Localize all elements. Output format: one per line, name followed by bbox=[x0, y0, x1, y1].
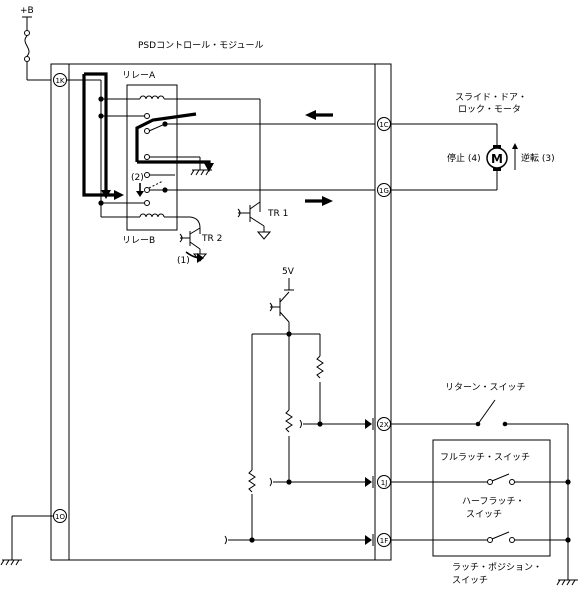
latch-position-label-1: ラッチ・ポジション・ bbox=[452, 562, 542, 573]
relay-b-coil-icon bbox=[139, 213, 165, 218]
half-latch-label-2: スイッチ bbox=[466, 509, 502, 520]
pin-1f-label: 1F bbox=[380, 537, 388, 545]
relay-a-coil-icon bbox=[139, 95, 165, 100]
flow-arrow-ground-icon bbox=[204, 163, 214, 172]
direction-arrows bbox=[305, 110, 333, 206]
pin-1g-label: 1G bbox=[379, 187, 389, 195]
transistor-tr1: TR 1 bbox=[237, 201, 288, 240]
pin-1c: 1C bbox=[377, 117, 391, 131]
mark-1-label: (1) bbox=[177, 256, 190, 266]
transistor-tr2: TR 2 (1) bbox=[177, 227, 222, 266]
tr2-ground-icon bbox=[192, 253, 208, 262]
pin-1j: 1J bbox=[377, 475, 391, 489]
diode-1j-icon bbox=[365, 477, 372, 487]
pin-1g: 1G bbox=[377, 183, 391, 197]
pin-1k: 1K bbox=[53, 73, 67, 87]
tr1-ground-icon bbox=[256, 231, 272, 240]
pin-1k-label: 1K bbox=[55, 77, 64, 85]
relay-section: リレーA リレーB bbox=[67, 71, 375, 246]
relay-a-label: リレーA bbox=[122, 71, 156, 81]
pin-1f: 1F bbox=[377, 533, 391, 547]
diode-2x-icon bbox=[365, 419, 372, 429]
pin-1o-label: 1O bbox=[55, 513, 65, 521]
resistor-2-icon bbox=[285, 409, 293, 433]
tr1-label: TR 1 bbox=[267, 209, 288, 219]
motor-symbol: M bbox=[491, 152, 503, 166]
flow-arrow-right-icon bbox=[114, 190, 124, 200]
pin-2x-label: 2X bbox=[379, 421, 388, 429]
pin-2x: 2X bbox=[377, 417, 391, 431]
sensing-network: 5V bbox=[224, 267, 374, 546]
resistor-1-icon bbox=[316, 355, 324, 379]
tr2-label: TR 2 bbox=[201, 234, 222, 244]
door-lock-motor: スライド・ドア・ ロック・モータ M 停止 (4) 逆転 (3) bbox=[391, 92, 555, 191]
latch-switch-box bbox=[432, 439, 551, 557]
arrow-left-icon bbox=[305, 110, 316, 120]
reverse-label: 逆転 (3) bbox=[521, 152, 555, 164]
pin-1o: 1O bbox=[53, 509, 67, 523]
ground-1o bbox=[0, 515, 53, 566]
control-module-frame: PSDコントロール・モジュール bbox=[50, 41, 392, 561]
reverse-arrow-icon bbox=[512, 143, 518, 149]
motor-icon bbox=[486, 147, 508, 169]
latch-position-label-2: スイッチ bbox=[452, 575, 488, 586]
arrow-right-icon bbox=[322, 196, 333, 206]
v5-label: 5V bbox=[282, 267, 295, 277]
full-latch-label: フルラッチ・スイッチ bbox=[440, 452, 530, 463]
module-title: PSDコントロール・モジュール bbox=[138, 41, 263, 51]
mark-2-label: (2) bbox=[131, 173, 144, 183]
external-switches: リターン・スイッチ フルラッチ・スイッチ ハーフラッチ・ スイッチ ラッチ・ポジ… bbox=[391, 382, 578, 586]
resistor-3-icon bbox=[248, 469, 256, 493]
stop-label: 停止 (4) bbox=[447, 152, 481, 164]
current-flow-path bbox=[82, 72, 214, 200]
pin-1j-label: 1J bbox=[381, 479, 388, 487]
fuse-icon bbox=[24, 35, 30, 57]
motor-label-line1: スライド・ドア・ bbox=[455, 92, 527, 103]
return-switch-label: リターン・スイッチ bbox=[445, 382, 526, 393]
relay-b-label: リレーB bbox=[122, 236, 155, 246]
pin-1c-label: 1C bbox=[379, 121, 388, 129]
motor-label-line2: ロック・モータ bbox=[458, 104, 521, 115]
diode-1f-icon bbox=[365, 535, 372, 545]
half-latch-label-1: ハーフラッチ・ bbox=[462, 496, 524, 507]
battery-supply: +B bbox=[20, 6, 51, 81]
battery-label: +B bbox=[20, 6, 34, 16]
